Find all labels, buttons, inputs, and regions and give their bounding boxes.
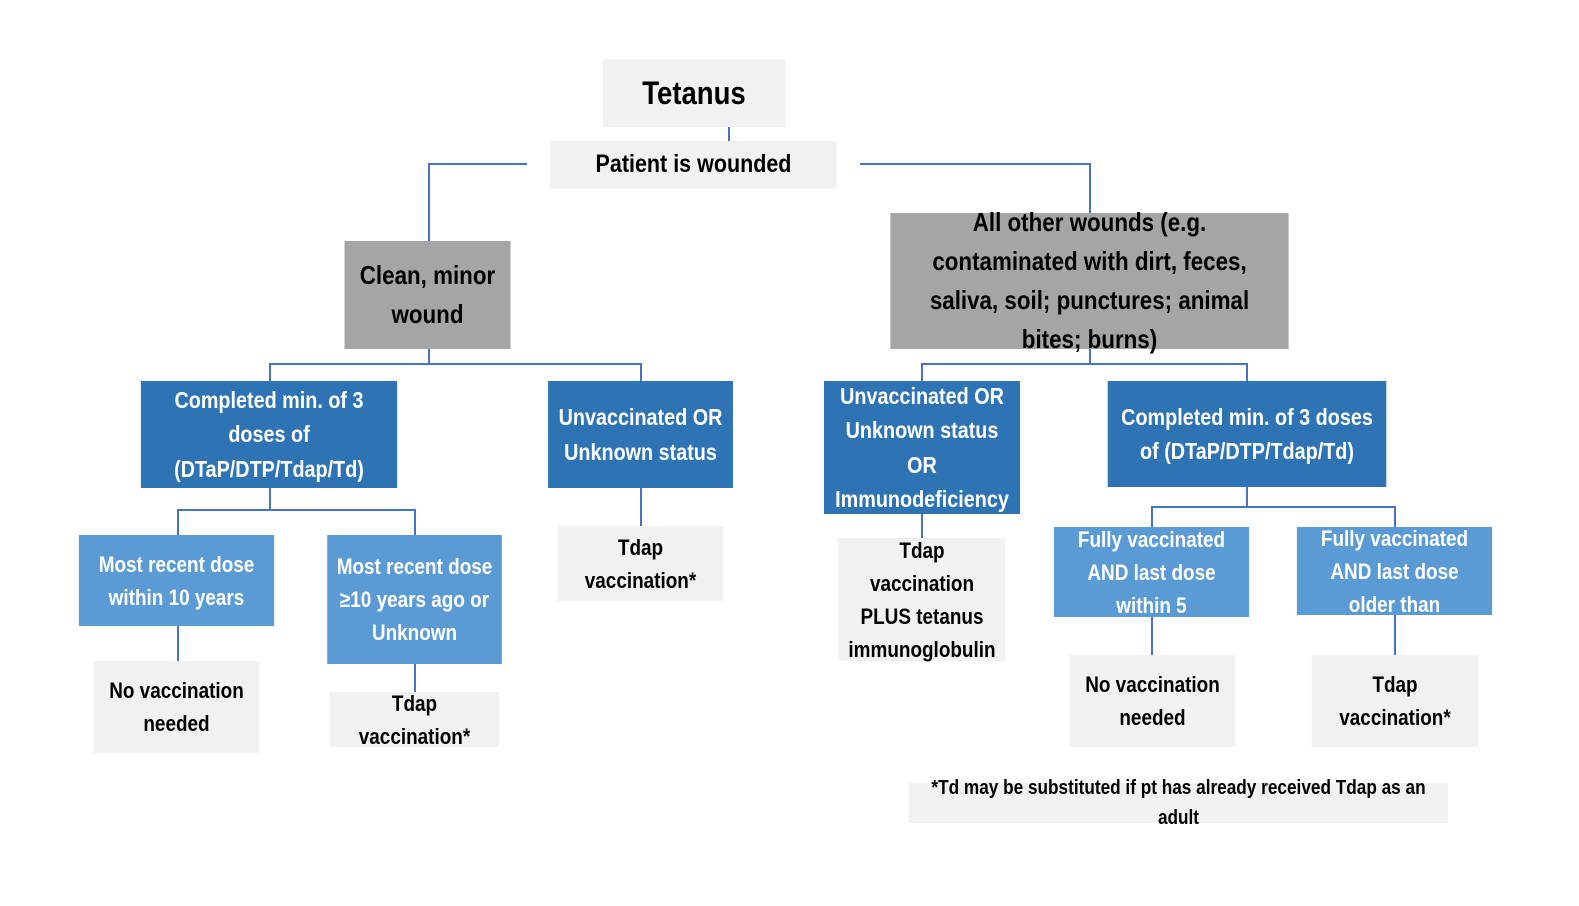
connector-clean-children [269, 349, 642, 381]
clean-completed-doses-text: Completed min. of 3 doses of (DTaP/DTP/T… [174, 386, 364, 482]
outcome-tdap-unvaccinated-text: Tdap vaccination* [584, 534, 697, 593]
clean-minor-wound-text: Clean, minor wound [359, 260, 496, 329]
root-node-text: Patient is wounded [595, 150, 792, 179]
outcome-tdap-plus-immunoglobulin: Tdap vaccination PLUS tetanus immunoglob… [838, 538, 1006, 662]
title-box: Tetanus [602, 59, 786, 127]
outcome-tdap-older-text: Tdap vaccination* [1339, 672, 1451, 730]
clean-unvaccinated-node: Unvaccinated OR Unknown status [548, 381, 733, 488]
title-text: Tetanus [642, 75, 746, 111]
other-unvaccinated-immunodeficiency-node: Unvaccinated OR Unknown status OR Immuno… [823, 381, 1021, 514]
old-dose-or-unknown-node: Most recent dose ≥10 years ago or Unknow… [327, 535, 502, 664]
outcome-no-vaccination-clean-text: No vaccination needed [109, 678, 244, 736]
outcome-no-vaccination-other-text: No vaccination needed [1085, 672, 1220, 730]
outcome-tdap-older: Tdap vaccination* [1311, 655, 1479, 747]
outcome-no-vaccination-other: No vaccination needed [1069, 655, 1236, 747]
within-5-node: Fully vaccinated AND last dose within 5 [1053, 527, 1250, 618]
footnote: *Td may be substituted if pt has already… [908, 777, 1449, 829]
footnote-text: *Td may be substituted if pt has already… [931, 777, 1426, 829]
outcome-tdap-unvaccinated: Tdap vaccination* [557, 526, 724, 601]
root-node-patient-wounded: Patient is wounded [550, 141, 837, 189]
outcome-tdap-old-dose: Tdap vaccination* [329, 691, 500, 749]
other-wounds-node: All other wounds (e.g. contaminated with… [890, 207, 1289, 354]
outcome-tdap-plus-immunoglobulin-text: Tdap vaccination PLUS tetanus immunoglob… [848, 537, 996, 662]
recent-dose-text: Most recent dose within 10 years [98, 551, 255, 610]
other-unvaccinated-immunodeficiency-text: Unvaccinated OR Unknown status OR Immuno… [835, 382, 1009, 513]
connector-root-other [860, 163, 1091, 213]
clean-completed-doses-node: Completed min. of 3 doses of (DTaP/DTP/T… [140, 381, 398, 488]
outcome-tdap-old-dose-text: Tdap vaccination* [358, 690, 471, 749]
recent-dose-within-10-years-node: Most recent dose within 10 years [78, 535, 275, 626]
connector-completed-children [177, 488, 416, 535]
connector-other-children [921, 349, 1248, 381]
older-than-node: Fully vaccinated AND last dose older tha… [1296, 526, 1493, 617]
clean-minor-wound-node: Clean, minor wound [344, 241, 511, 349]
connector-root-clean [428, 163, 527, 241]
connector-completed2-children [1151, 487, 1396, 527]
outcome-no-vaccination-clean: No vaccination needed [93, 661, 260, 753]
within-5-text: Fully vaccinated AND last dose within 5 [1077, 526, 1226, 618]
other-wounds-text: All other wounds (e.g. contaminated with… [929, 207, 1250, 354]
old-dose-text: Most recent dose ≥10 years ago or Unknow… [336, 554, 493, 645]
clean-unvaccinated-text: Unvaccinated OR Unknown status [558, 404, 723, 465]
older-than-text: Fully vaccinated AND last dose older tha… [1320, 525, 1469, 617]
other-completed-doses-text: Completed min. of 3 doses of (DTaP/DTP/T… [1121, 403, 1373, 465]
other-completed-doses-node: Completed min. of 3 doses of (DTaP/DTP/T… [1107, 381, 1387, 487]
